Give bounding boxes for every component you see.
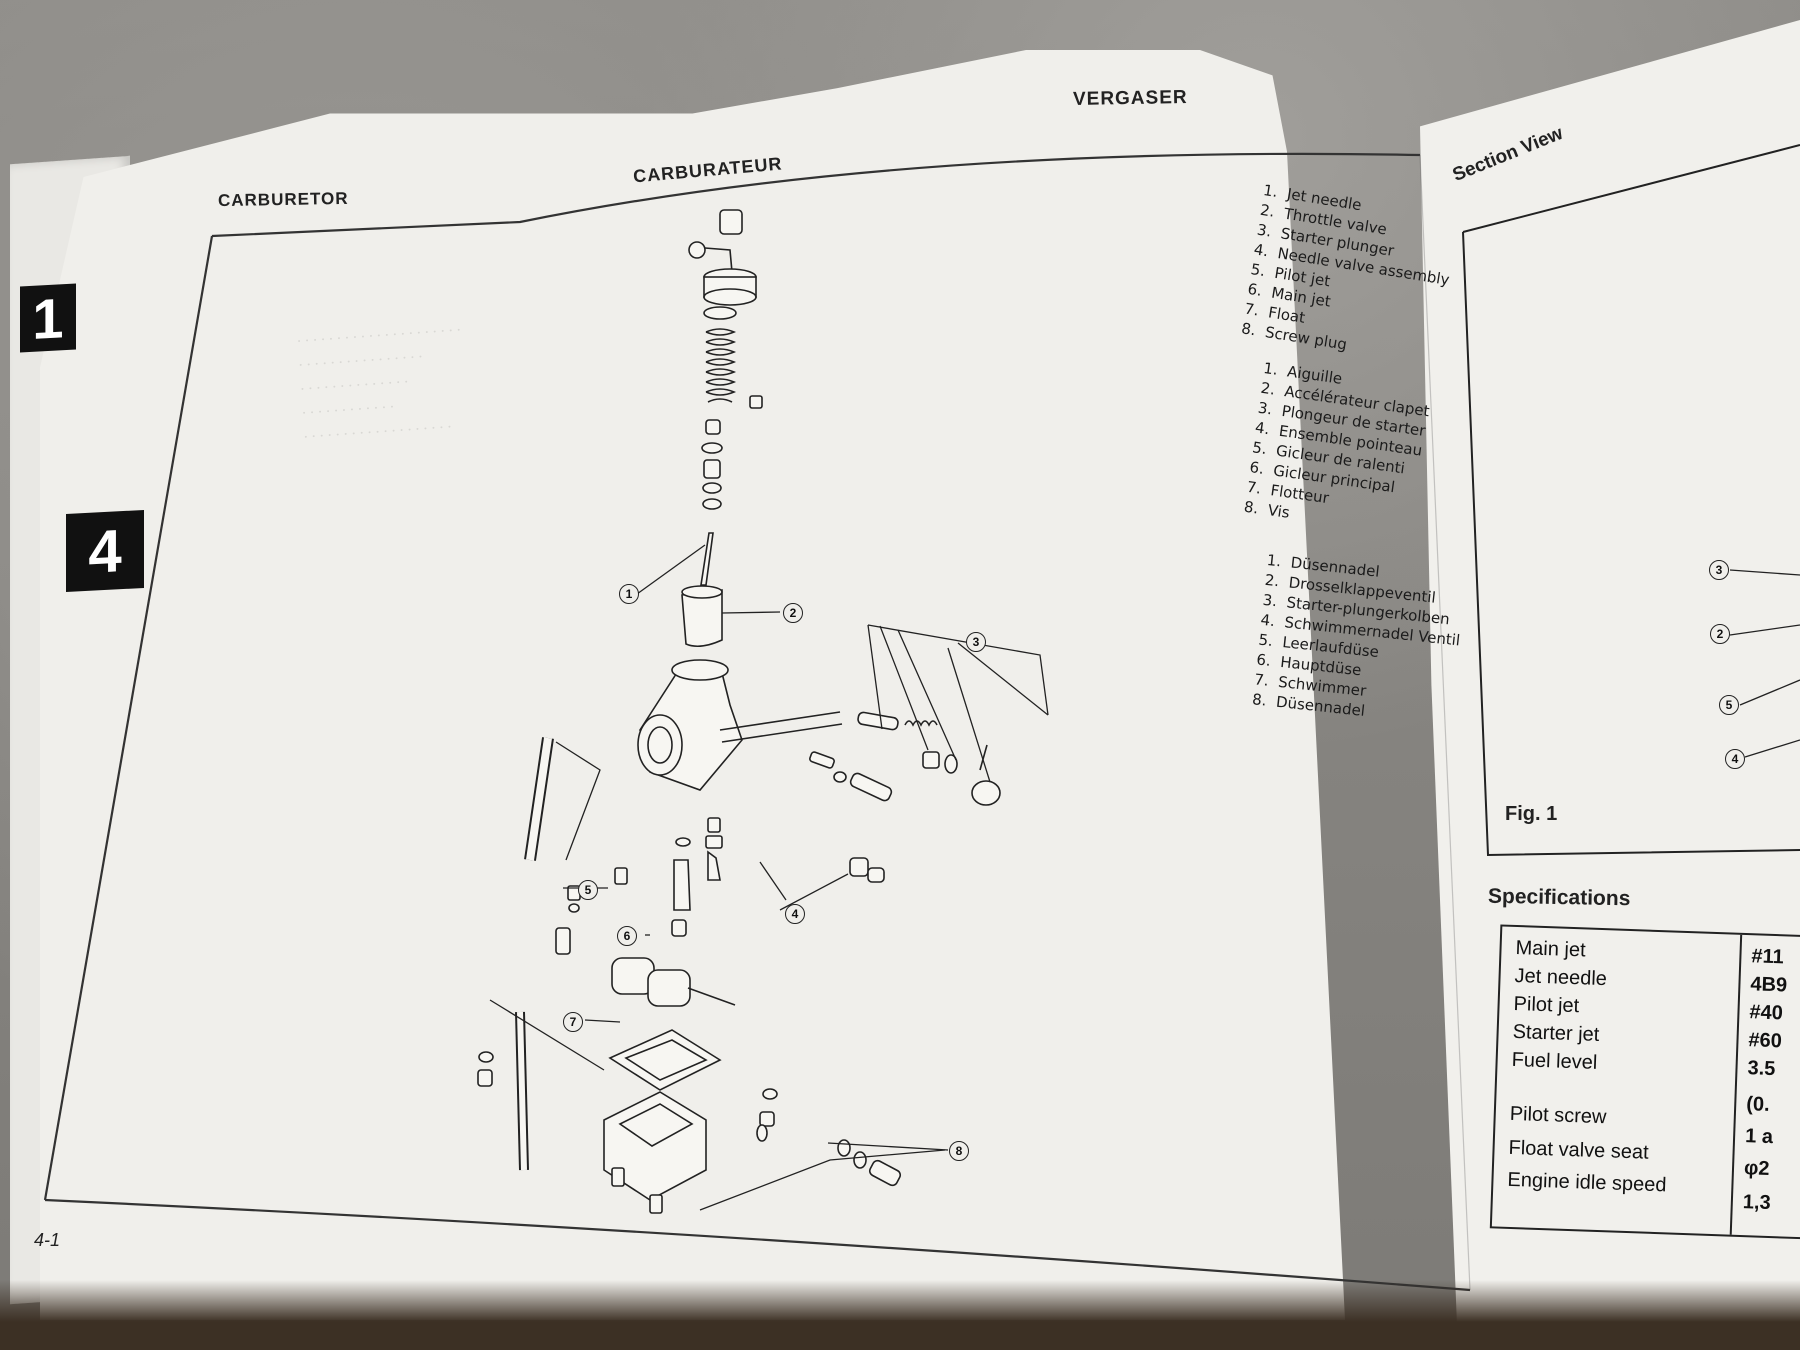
callout-2: 2: [783, 603, 803, 623]
specifications-table: Main jet #11 Jet needle 4B9 Pilot jet #4…: [1489, 924, 1800, 1240]
spec-value: 4B9: [1750, 973, 1788, 997]
section-callout-3: 3: [1709, 560, 1729, 580]
callout-1: 1: [619, 584, 639, 604]
spec-label: Starter jet: [1512, 1020, 1600, 1046]
spec-label: Pilot screw: [1509, 1102, 1607, 1129]
spec-label: Fuel level: [1511, 1048, 1598, 1074]
specifications-title: Specifications: [1487, 884, 1631, 911]
callout-5: 5: [578, 880, 598, 900]
callout-3: 3: [966, 632, 986, 652]
callout-7: 7: [563, 1012, 583, 1032]
spec-value: (0.: [1745, 1093, 1770, 1116]
spec-label: Engine idle speed: [1507, 1168, 1667, 1197]
spec-label: Main jet: [1515, 936, 1586, 962]
section-callout-4: 4: [1725, 749, 1745, 769]
spec-value: 1,3: [1742, 1191, 1772, 1215]
spec-label: Pilot jet: [1513, 992, 1580, 1018]
spec-label: Jet needle: [1514, 964, 1608, 991]
section-callout-2: 2: [1710, 624, 1730, 644]
callout-8: 8: [949, 1141, 969, 1161]
spec-label: Float valve seat: [1508, 1136, 1649, 1164]
spec-value: #11: [1751, 945, 1785, 969]
callout-6: 6: [617, 926, 637, 946]
section-callout-5: 5: [1719, 695, 1739, 715]
spec-value: 1 a: [1744, 1125, 1774, 1149]
figure-label: Fig. 1: [1505, 803, 1558, 825]
spec-value: φ2: [1743, 1157, 1770, 1180]
spec-value: #40: [1749, 1001, 1784, 1025]
bottom-shadow: [0, 1280, 1800, 1350]
spec-divider: [1729, 934, 1743, 1235]
spec-value: 3.5: [1747, 1057, 1776, 1081]
page-number: 4-1: [34, 1230, 61, 1250]
spec-value: #60: [1748, 1029, 1783, 1053]
callout-4: 4: [785, 904, 805, 924]
right-page: [1420, 20, 1800, 1350]
